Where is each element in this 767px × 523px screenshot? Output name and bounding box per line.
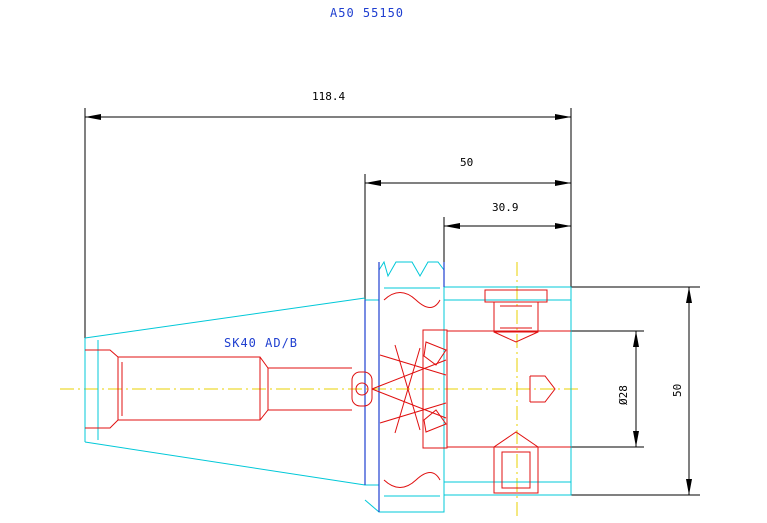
dimension-gauge-length: 50 — [364, 156, 571, 300]
bore-diameter-label: Ø28 — [617, 385, 630, 405]
holder-label: SK40 AD/B — [224, 336, 298, 350]
holder-outline — [84, 260, 572, 513]
dimension-bore-depth: 30.9 — [443, 201, 571, 262]
flange-height-label: 50 — [671, 384, 684, 397]
dimension-bore-diameter: Ø28 — [545, 330, 644, 448]
drawing-title: A50 55150 — [330, 6, 404, 20]
dimension-overall-length: 118.4 — [84, 90, 572, 345]
pull-stud — [85, 349, 373, 429]
overall-length-label: 118.4 — [312, 90, 345, 103]
clamp-screw-bottom — [492, 431, 540, 494]
gauge-length-label: 50 — [460, 156, 473, 169]
flange-internals — [371, 292, 448, 488]
bore-depth-label: 30.9 — [492, 201, 519, 214]
centerlines — [60, 262, 580, 520]
clamp-screw-top — [484, 289, 548, 343]
flange-blue-lines — [364, 262, 445, 512]
dimension-flange-height: 50 — [571, 286, 700, 496]
